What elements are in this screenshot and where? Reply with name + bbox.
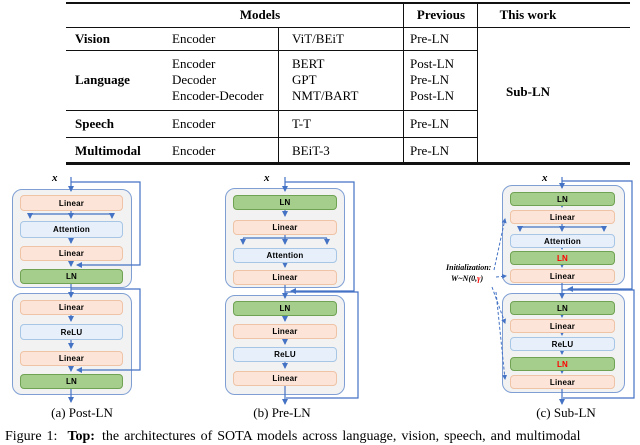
row-model: GPT — [292, 72, 317, 87]
attention-block: Attention — [510, 234, 615, 248]
table-header-this-work: This work — [499, 7, 557, 22]
figure-caption-top-label: Top: — [67, 429, 95, 444]
subcaption-post-ln: (a) Post-LN — [51, 405, 113, 420]
layernorm-block: LN — [233, 195, 337, 210]
row-category: Speech — [75, 116, 114, 131]
figure-caption-prefix: Figure 1: — [5, 429, 58, 444]
linear-block: Linear — [20, 300, 123, 315]
layernorm-block: LN — [233, 301, 337, 316]
attention-block: Attention — [233, 248, 337, 263]
figure-caption: Figure 1: Top: the architectures of SOTA… — [5, 429, 639, 445]
sub-layernorm-block: LN — [510, 357, 615, 371]
connector-arrows — [491, 177, 635, 405]
table-bottom-rule — [66, 162, 630, 165]
row-previous: Pre-LN — [410, 31, 449, 46]
table-row-rule — [66, 110, 477, 111]
linear-block: Linear — [510, 210, 615, 224]
row-category: Vision — [75, 31, 110, 46]
table-row-rule — [66, 50, 477, 51]
row-arch: Encoder — [172, 31, 216, 46]
init-formula: W~N(0, — [451, 274, 478, 283]
row-arch: Encoder-Decoder — [172, 88, 264, 103]
linear-block: Linear — [233, 270, 337, 285]
connector-arrows — [240, 177, 359, 405]
this-work-value: Sub-LN — [505, 84, 551, 99]
diagram-post-ln: x Linear Attention Linear LN Linear ReLU… — [8, 172, 158, 408]
subcaption-pre-ln: (b) Pre-LN — [253, 405, 311, 420]
relu-block: ReLU — [20, 324, 123, 340]
row-previous: Pre-LN — [410, 143, 449, 158]
row-arch: Decoder — [172, 72, 217, 87]
row-arch: Encoder — [172, 116, 216, 131]
figure-caption-text: the architectures of SOTA models across … — [101, 429, 581, 444]
linear-block: Linear — [20, 351, 123, 366]
initialization-annotation-line1: Initialization: — [446, 263, 492, 272]
linear-block: Linear — [233, 371, 337, 386]
linear-block: Linear — [233, 220, 337, 235]
table-header-rule — [66, 26, 630, 28]
input-x-label: x — [542, 172, 548, 184]
row-arch: Encoder — [172, 56, 216, 71]
row-previous: Post-LN — [410, 56, 455, 71]
row-previous: Pre-LN — [410, 72, 449, 87]
row-model: T-T — [292, 116, 312, 131]
linear-block: Linear — [20, 195, 123, 211]
relu-block: ReLU — [233, 347, 337, 362]
table-top-rule — [66, 1, 630, 4]
linear-block: Linear — [510, 375, 615, 389]
row-category: Language — [75, 72, 130, 87]
table-col-separator — [278, 28, 279, 162]
row-category: Multimodal — [75, 143, 141, 158]
initialization-annotation-line2: W~N(0,γ) — [451, 274, 483, 283]
layernorm-block: LN — [510, 192, 615, 206]
connector-arrows — [27, 177, 141, 403]
layernorm-block: LN — [20, 374, 123, 389]
linear-block: Linear — [510, 269, 615, 283]
relu-block: ReLU — [510, 337, 615, 351]
row-previous: Post-LN — [410, 88, 455, 103]
table-col-separator — [403, 4, 404, 162]
diagram-pre-ln: x LN Linear Attention Linear LN Linear R… — [222, 172, 372, 411]
linear-block: Linear — [510, 319, 615, 333]
linear-block: Linear — [20, 246, 123, 261]
sub-layernorm-block: LN — [510, 251, 615, 265]
row-previous: Pre-LN — [410, 116, 449, 131]
row-model: BERT — [292, 56, 325, 71]
gamma-symbol: γ — [477, 274, 481, 283]
linear-block: Linear — [233, 324, 337, 339]
layernorm-block: LN — [510, 301, 615, 315]
table-header-models: Models — [239, 7, 281, 22]
attention-block: Attention — [20, 221, 123, 238]
input-x-label: x — [52, 172, 58, 184]
row-arch: Encoder — [172, 143, 216, 158]
row-model: BEiT-3 — [292, 143, 330, 158]
row-model: ViT/BEiT — [292, 31, 344, 46]
input-x-label: x — [264, 172, 270, 184]
init-formula-close: ) — [480, 274, 484, 283]
table-row-rule — [66, 137, 477, 138]
table-col-separator — [477, 4, 478, 162]
layernorm-block: LN — [20, 269, 123, 284]
diagram-sub-ln: x Initialization: W~N(0,γ) LN Linear Att… — [444, 172, 640, 411]
table-header-previous: Previous — [416, 7, 466, 22]
row-model: NMT/BART — [292, 88, 359, 103]
subcaption-sub-ln: (c) Sub-LN — [536, 405, 596, 420]
